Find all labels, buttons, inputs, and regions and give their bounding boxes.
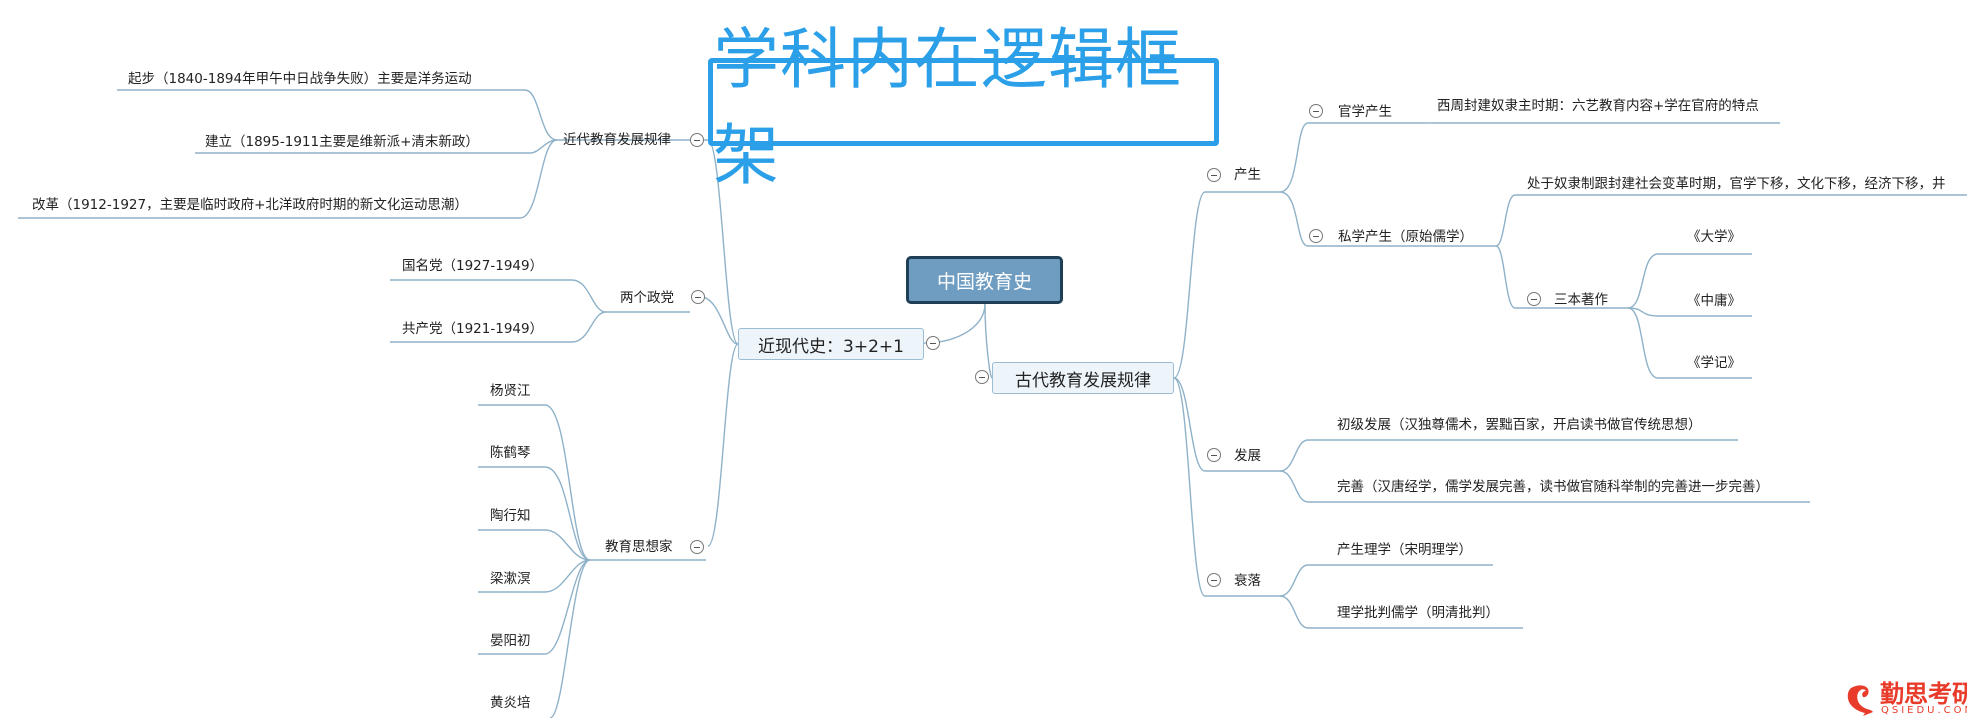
modern-item-3[interactable]: 改革（1912-1927，主要是临时政府+北洋政府时期的新文化运动思潮） xyxy=(32,197,468,213)
collapse-left-main-icon[interactable] xyxy=(926,336,940,350)
link-right-decline xyxy=(1173,377,1206,597)
book-1[interactable]: 《大学》 xyxy=(1687,229,1741,245)
logo-subtext: QSIEDU.COM xyxy=(1881,705,1967,716)
official-school-item[interactable]: 西周封建奴隶主时期：六艺教育内容+学在官府的特点 xyxy=(1437,98,1759,114)
collapse-thinkers-icon[interactable] xyxy=(690,540,704,554)
collapse-books-icon[interactable] xyxy=(1527,292,1541,306)
private-school-item[interactable]: 处于奴隶制跟封建社会变革时期，官学下移，文化下移，经济下移，井 xyxy=(1527,176,1946,192)
books-label[interactable]: 三本著作 xyxy=(1554,292,1608,308)
book-2[interactable]: 《中庸》 xyxy=(1687,293,1741,309)
collapse-private-icon[interactable] xyxy=(1309,229,1323,243)
link-right-origin xyxy=(1173,191,1206,379)
modern-item-1[interactable]: 起步（1840-1894年甲午中日战争失败）主要是洋务运动 xyxy=(128,71,472,87)
party-kmt[interactable]: 国名党（1927-1949） xyxy=(402,258,544,274)
development-item-1[interactable]: 初级发展（汉独尊儒术，罢黜百家，开启读书做官传统思想） xyxy=(1337,417,1702,433)
official-school-label[interactable]: 官学产生 xyxy=(1338,104,1392,120)
modern-law-label[interactable]: 近代教育发展规律 xyxy=(563,132,671,148)
collapse-development-icon[interactable] xyxy=(1207,448,1221,462)
thinker-2[interactable]: 陈鹤琴 xyxy=(490,445,531,461)
modern-item-2[interactable]: 建立（1895-1911主要是维新派+清末新政） xyxy=(205,134,479,150)
decline-item-1[interactable]: 产生理学（宋明理学） xyxy=(1337,542,1472,558)
collapse-right-main-icon[interactable] xyxy=(975,370,989,384)
thinker-6[interactable]: 黄炎培 xyxy=(490,695,531,711)
thinker-1[interactable]: 杨贤江 xyxy=(490,383,531,399)
thinker-4[interactable]: 梁漱溟 xyxy=(490,571,531,587)
development-item-2[interactable]: 完善（汉唐经学，儒学发展完善，读书做官随科举制的完善进一步完善） xyxy=(1337,479,1769,495)
left-main-node[interactable]: 近现代史：3+2+1 xyxy=(738,328,924,360)
collapse-official-icon[interactable] xyxy=(1309,104,1323,118)
qsiedu-logo xyxy=(1847,685,1873,716)
diagram-title: 学科内在逻辑框架 xyxy=(708,21,1219,194)
link-left-thinkers xyxy=(707,343,739,547)
collapse-modern-icon[interactable] xyxy=(690,133,704,147)
link-left-modern xyxy=(707,139,739,345)
decline-label[interactable]: 衰落 xyxy=(1234,573,1261,589)
thinkers-label[interactable]: 教育思想家 xyxy=(605,539,673,555)
parties-label[interactable]: 两个政党 xyxy=(620,290,674,306)
book-3[interactable]: 《学记》 xyxy=(1687,355,1741,371)
collapse-parties-icon[interactable] xyxy=(691,290,705,304)
decline-item-2[interactable]: 理学批判儒学（明清批判） xyxy=(1337,605,1499,621)
right-main-node[interactable]: 古代教育发展规律 xyxy=(992,362,1174,394)
origin-label[interactable]: 产生 xyxy=(1234,167,1261,183)
root-node[interactable]: 中国教育史 xyxy=(906,256,1063,304)
thinker-5[interactable]: 晏阳初 xyxy=(490,633,531,649)
logo-text: 勤思考研 xyxy=(1880,680,1967,708)
thinker-3[interactable]: 陶行知 xyxy=(490,508,531,524)
party-cpc[interactable]: 共产党（1921-1949） xyxy=(402,321,544,337)
private-school-label[interactable]: 私学产生（原始儒学） xyxy=(1338,229,1473,245)
link-right-development xyxy=(1173,377,1206,472)
collapse-decline-icon[interactable] xyxy=(1207,573,1221,587)
collapse-origin-icon[interactable] xyxy=(1207,168,1221,182)
link-root-right xyxy=(984,303,993,379)
development-label[interactable]: 发展 xyxy=(1234,448,1261,464)
link-left-parties xyxy=(697,295,739,345)
